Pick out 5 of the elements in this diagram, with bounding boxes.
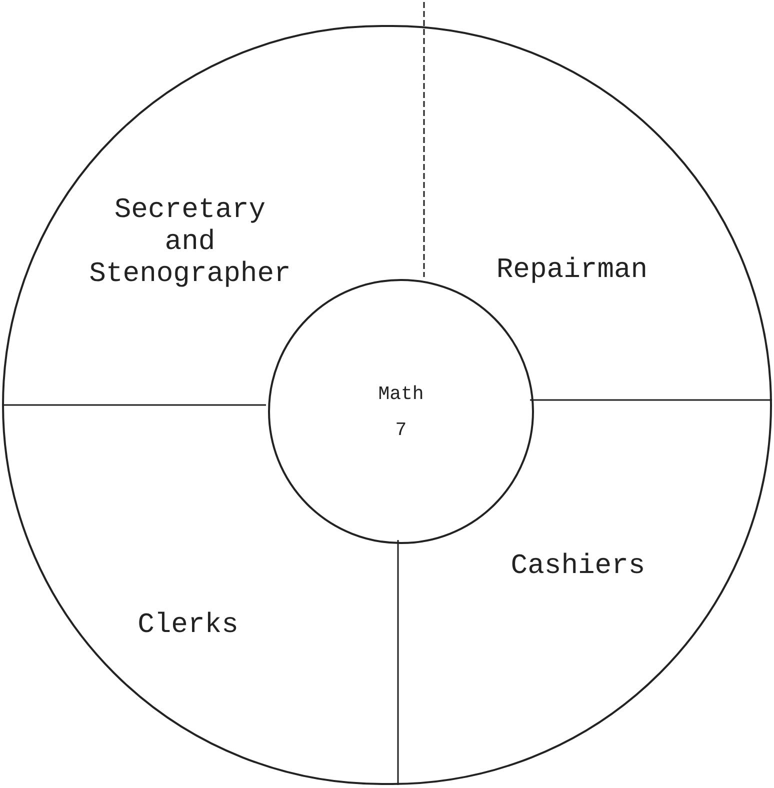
sector-label: Clerks: [136, 610, 240, 642]
sector-label: Cashiers: [510, 551, 646, 583]
sector-label: Secretary and Stenographer: [88, 195, 292, 291]
sector-label: Repairman: [495, 255, 649, 287]
center-label: Math 7: [377, 382, 425, 442]
